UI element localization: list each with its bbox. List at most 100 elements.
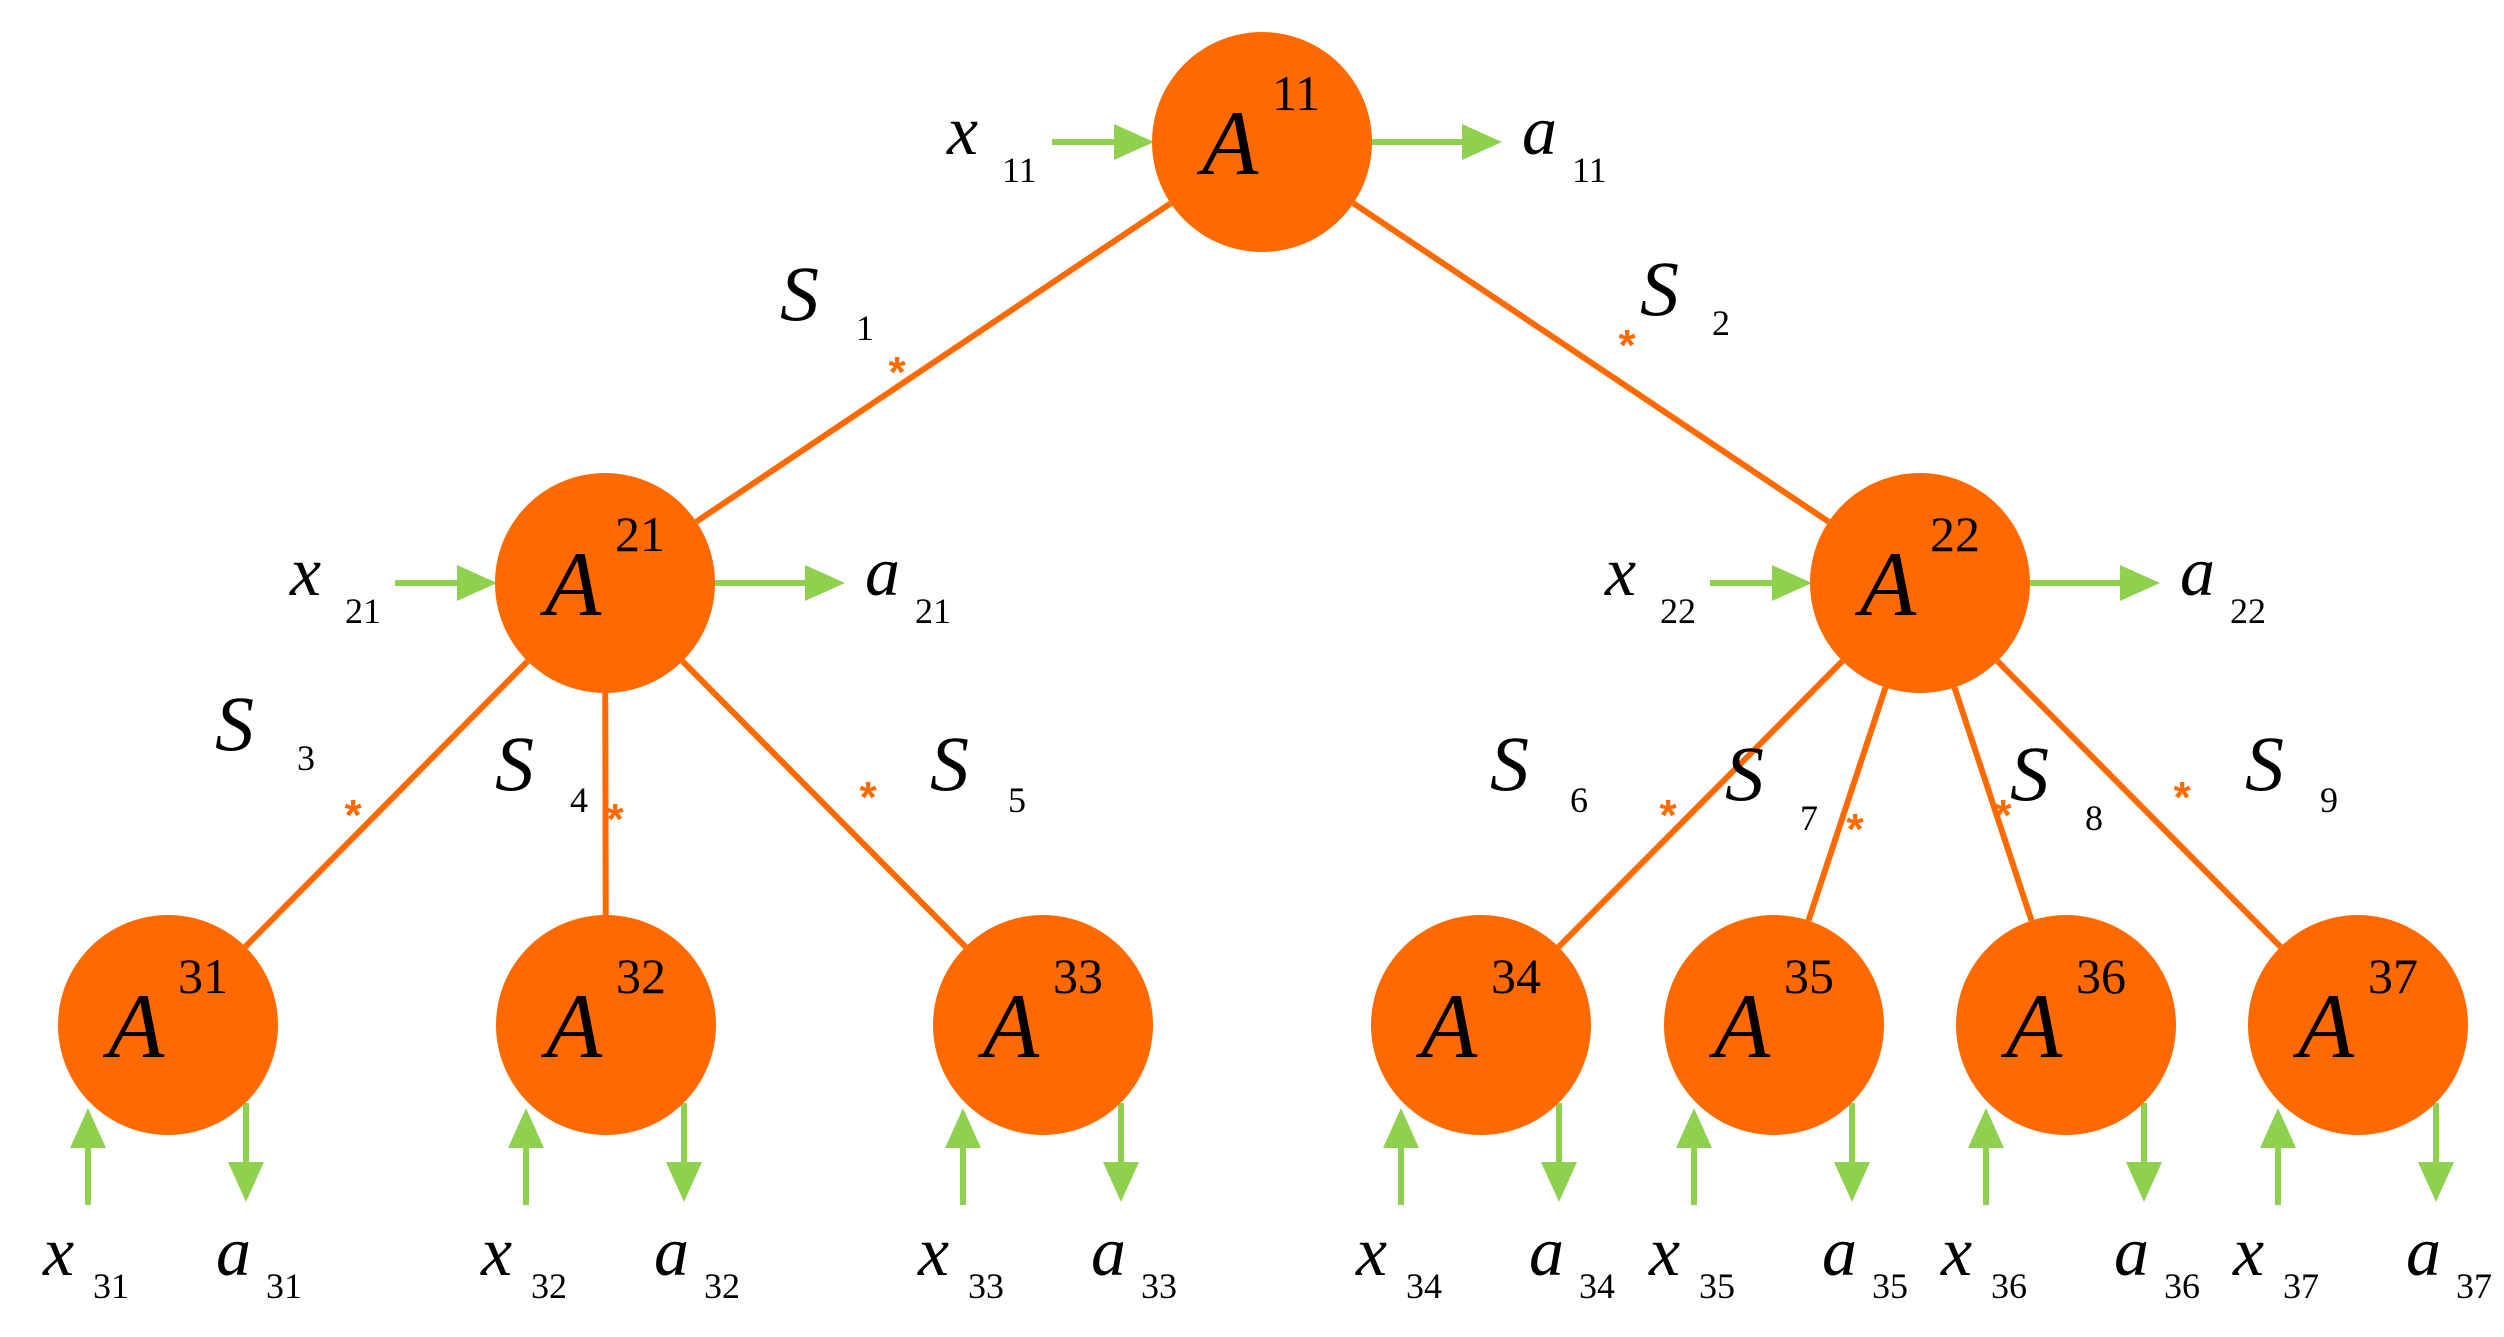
output-subscript-35: 35 — [1872, 1266, 1908, 1306]
node-a31 — [58, 915, 278, 1135]
output-arrow-a33-head — [1103, 1162, 1139, 1202]
node-superscript-37: 37 — [2368, 948, 2418, 1004]
edge-label-s6: S — [1490, 720, 1529, 807]
edge-marker-7: * — [1846, 805, 1864, 854]
input-arrow-x31-head — [70, 1108, 106, 1148]
output-arrow-a22-head — [2120, 565, 2160, 601]
input-subscript-32: 32 — [531, 1266, 567, 1306]
output-label-a32: a — [654, 1214, 689, 1291]
output-label-a33: a — [1091, 1214, 1126, 1291]
edge-s4 — [602, 692, 609, 916]
edge-s7 — [1805, 686, 1889, 922]
output-arrow-a11-head — [1462, 124, 1502, 160]
node-letter-a36: A — [2000, 975, 2063, 1077]
arrows-layer — [70, 124, 2454, 1205]
node-letter-a11: A — [1196, 92, 1259, 194]
input-label-x34: x — [1355, 1214, 1387, 1291]
node-superscript-22: 22 — [1930, 506, 1980, 562]
output-label-a22: a — [2180, 534, 2215, 611]
input-subscript-36: 36 — [1991, 1266, 2027, 1306]
node-a22 — [1810, 473, 2030, 693]
node-a36 — [1956, 915, 2176, 1135]
edges-layer — [243, 200, 2283, 950]
edge-subscript-8: 8 — [2085, 798, 2103, 838]
edge-marker-5: * — [859, 773, 877, 822]
input-label-x21: x — [289, 534, 321, 611]
node-letter-a21: A — [539, 533, 602, 635]
input-arrow-x32-head — [508, 1108, 544, 1148]
edge-marker-6: * — [1659, 791, 1677, 840]
node-letter-a37: A — [2292, 975, 2355, 1077]
edge-subscript-2: 2 — [1712, 303, 1730, 343]
input-arrow-x33-head — [945, 1108, 981, 1148]
node-a32 — [496, 915, 716, 1135]
output-arrow-a36-head — [2126, 1162, 2162, 1202]
edge-subscript-3: 3 — [297, 738, 315, 778]
edge-label-s2: S — [1640, 245, 1679, 332]
node-superscript-31: 31 — [178, 948, 228, 1004]
edge-s5 — [680, 659, 968, 949]
input-label-x32: x — [480, 1214, 512, 1291]
edge-s9 — [1995, 659, 2283, 949]
node-superscript-35: 35 — [1784, 948, 1834, 1004]
input-subscript-22: 22 — [1660, 591, 1696, 631]
output-arrow-a31-head — [228, 1162, 264, 1202]
edge-subscript-1: 1 — [856, 308, 874, 348]
input-subscript-34: 34 — [1406, 1266, 1442, 1306]
edge-s1 — [694, 200, 1173, 525]
edge-label-s4: S — [495, 720, 534, 807]
input-subscript-33: 33 — [968, 1266, 1004, 1306]
edge-marker-8: * — [1994, 791, 2012, 840]
input-label-x35: x — [1648, 1214, 1680, 1291]
output-arrow-a37-head — [2418, 1162, 2454, 1202]
edge-marker-1: * — [888, 348, 906, 397]
output-subscript-22: 22 — [2230, 591, 2266, 631]
output-subscript-31: 31 — [266, 1266, 302, 1306]
output-subscript-34: 34 — [1579, 1266, 1615, 1306]
node-letter-a35: A — [1708, 975, 1771, 1077]
edge-label-s7: S — [1725, 730, 1764, 817]
output-subscript-32: 32 — [704, 1266, 740, 1306]
input-arrow-x21-head — [457, 565, 497, 601]
edge-marker-2: * — [1618, 321, 1636, 370]
nodes-layer — [58, 32, 2468, 1135]
input-subscript-37: 37 — [2283, 1266, 2319, 1306]
node-letter-a34: A — [1415, 975, 1478, 1077]
output-label-a31: a — [216, 1214, 251, 1291]
output-subscript-33: 33 — [1141, 1266, 1177, 1306]
output-label-a36: a — [2114, 1214, 2149, 1291]
edge-subscript-6: 6 — [1570, 780, 1588, 820]
edge-subscript-5: 5 — [1008, 780, 1026, 820]
edge-label-s1: S — [780, 250, 819, 337]
input-arrow-x36-head — [1968, 1108, 2004, 1148]
output-subscript-36: 36 — [2164, 1266, 2200, 1306]
output-label-a35: a — [1822, 1214, 1857, 1291]
node-letter-a22: A — [1854, 533, 1917, 635]
output-subscript-21: 21 — [915, 591, 951, 631]
output-arrow-a21-head — [805, 565, 845, 601]
edge-subscript-7: 7 — [1800, 798, 1818, 838]
node-superscript-33: 33 — [1053, 948, 1103, 1004]
output-subscript-11: 11 — [1572, 150, 1607, 190]
input-label-x36: x — [1940, 1214, 1972, 1291]
output-label-a34: a — [1529, 1214, 1564, 1291]
output-arrow-a35-head — [1834, 1162, 1870, 1202]
edge-s2 — [1351, 200, 1831, 525]
output-label-a21: a — [865, 534, 900, 611]
input-subscript-31: 31 — [93, 1266, 129, 1306]
node-a37 — [2248, 915, 2468, 1135]
edge-subscript-4: 4 — [570, 780, 588, 820]
input-label-x22: x — [1604, 534, 1636, 611]
input-label-x31: x — [42, 1214, 74, 1291]
edge-s8 — [1951, 686, 2035, 922]
node-a34 — [1371, 915, 1591, 1135]
output-label-a37: a — [2406, 1214, 2441, 1291]
input-label-x37: x — [2232, 1214, 2264, 1291]
input-arrow-x22-head — [1772, 565, 1812, 601]
edge-label-s9: S — [2245, 720, 2284, 807]
input-arrow-x11-head — [1114, 124, 1154, 160]
input-arrow-x35-head — [1676, 1108, 1712, 1148]
edge-label-s8: S — [2010, 730, 2049, 817]
input-arrow-x37-head — [2260, 1108, 2296, 1148]
